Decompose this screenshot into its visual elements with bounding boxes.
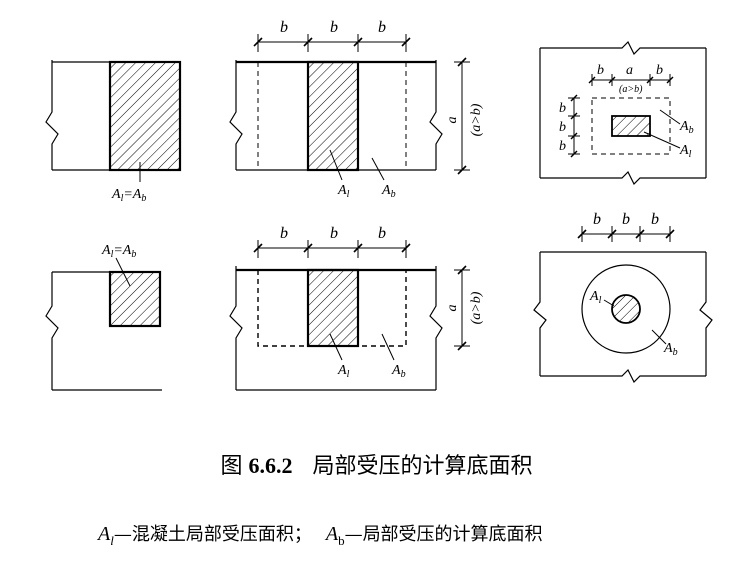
svg-text:b: b [593,211,601,228]
svg-text:b: b [559,120,566,135]
dimension-labels-top-right: b a (a>b) b b b b Ab Al [559,63,694,160]
svg-text:(a>b): (a>b) [469,291,484,324]
svg-text:Ab: Ab [663,341,678,358]
panel-interior-circle-bottom [533,226,713,384]
legend-symbol-al: Al [98,523,114,548]
svg-text:Ab: Ab [679,119,694,136]
svg-text:Ab: Ab [381,183,396,200]
dimension-labels-bottom-right: b b b Al Ab [589,211,678,358]
svg-text:b: b [280,19,288,36]
svg-text:b: b [559,139,566,154]
svg-text:a: a [445,117,460,124]
legend-desc-al: —混凝土局部受压面积； [113,524,312,545]
dimension-labels-bottom-middle: b b b a (a>b) Al Ab [280,225,484,380]
svg-text:(a>b): (a>b) [619,84,643,95]
svg-text:b: b [597,63,604,78]
svg-text:Al: Al [589,289,602,306]
legend-symbol-ab: Ab [325,523,345,548]
svg-text:b: b [622,211,630,228]
svg-text:b: b [378,19,386,36]
svg-text:b: b [559,101,566,116]
svg-text:Al=Ab: Al=Ab [101,243,136,260]
svg-text:Al: Al [679,143,692,160]
svg-text:a: a [445,305,460,312]
svg-text:Ab: Ab [391,363,406,380]
caption-label: 图 [220,454,243,479]
diagram-figure: Al=Ab b b b a (a>b) Al Ab [45,19,713,391]
panel-edge-column-bottom [229,240,470,391]
svg-text:b: b [378,225,386,242]
svg-text:Al=Ab: Al=Ab [111,187,146,204]
panel-edge-column-top [229,34,470,181]
svg-text:Al: Al [337,363,350,380]
svg-text:b: b [280,225,288,242]
figure-legend: Al—混凝土局部受压面积； Ab—局部受压的计算底面积 [98,520,738,549]
svg-text:(a>b): (a>b) [469,103,484,136]
caption-number: 6.6.2 [248,453,293,478]
svg-text:a: a [626,63,633,78]
label-al-eq-ab-top: Al=Ab [111,187,146,204]
panel-interior-rect-top [539,40,707,186]
caption-title: 局部受压的计算底面积 [312,454,533,479]
panel-corner-column-bottom [45,257,162,391]
svg-text:b: b [330,225,338,242]
label-al-eq-ab-bottom: Al=Ab [101,243,136,260]
svg-text:Al: Al [337,183,350,200]
svg-text:b: b [656,63,663,78]
dimension-labels-top-middle: b b b a (a>b) Al Ab [280,19,484,200]
panel-corner-column-top [45,60,182,182]
svg-text:b: b [651,211,659,228]
bearing-area-hatch [108,60,182,172]
legend-desc-ab: —局部受压的计算底面积 [344,524,543,545]
svg-text:b: b [330,19,338,36]
